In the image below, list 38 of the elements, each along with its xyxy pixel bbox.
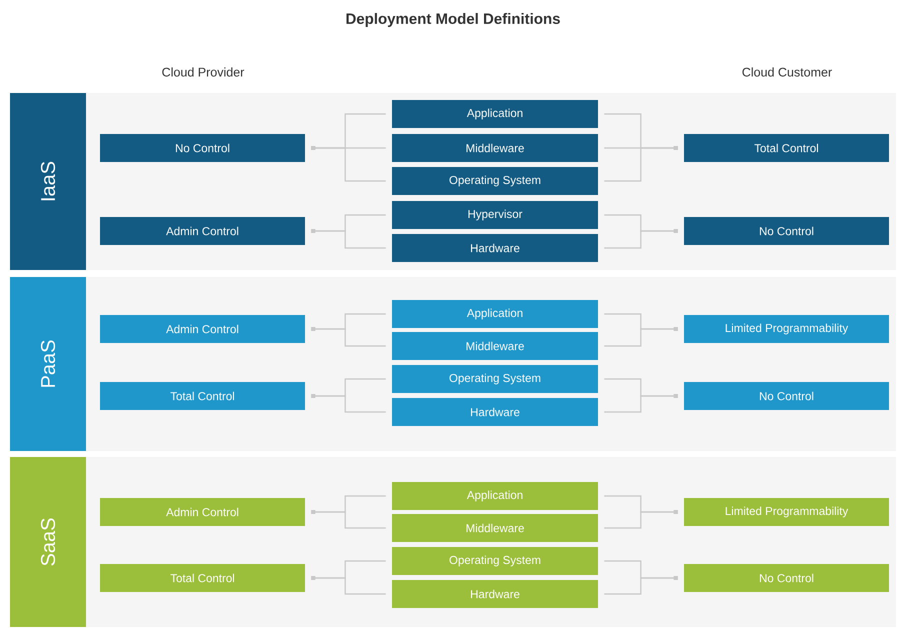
layer-box: No Control (684, 217, 889, 245)
column-heading: Cloud Provider (162, 67, 244, 77)
layer-box: Middleware (392, 332, 598, 360)
layer-box: Hardware (392, 234, 598, 262)
layer-box: Middleware (392, 514, 598, 542)
layer-box: Operating System (392, 167, 598, 195)
layer-box: Application (392, 482, 598, 510)
connector (604, 576, 678, 595)
connector (311, 327, 386, 347)
layer-box: Total Control (100, 382, 305, 410)
layer-box: Application (392, 300, 598, 328)
layer-box: Total Control (684, 134, 889, 162)
connector (311, 576, 386, 595)
connector (311, 394, 386, 413)
layer-box: Admin Control (100, 498, 305, 526)
layer-box: Limited Programmability (684, 315, 889, 343)
connector (604, 229, 678, 249)
connector (311, 229, 386, 249)
layer-box: Admin Control (100, 315, 305, 343)
layer-box: Application (392, 100, 598, 128)
title: Deployment Model Definitions (346, 13, 560, 27)
layer-box: Hardware (392, 580, 598, 608)
layer-box: Hypervisor (392, 201, 598, 229)
layer-box: Total Control (100, 564, 305, 592)
layer-box: Operating System (392, 547, 598, 575)
layer-box: Operating System (392, 365, 598, 393)
connector (604, 510, 678, 529)
layer-box: No Control (684, 382, 889, 410)
layer-box: Admin Control (100, 217, 305, 245)
layer-box: Hardware (392, 398, 598, 426)
column-heading: Cloud Customer (742, 67, 832, 77)
connector (604, 394, 678, 413)
layer-box: Middleware (392, 134, 598, 162)
layer-box: No Control (684, 564, 889, 592)
connector (604, 327, 678, 347)
layer-box: Limited Programmability (684, 498, 889, 526)
connector (311, 510, 386, 529)
layer-box: No Control (100, 134, 305, 162)
